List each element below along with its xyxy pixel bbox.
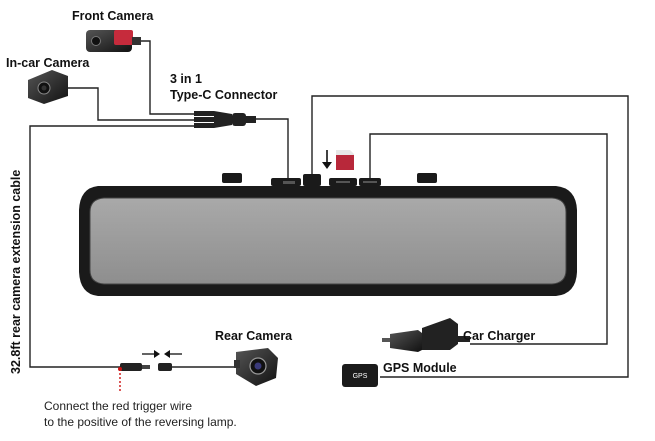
front-camera-label: Front Camera <box>72 9 154 23</box>
mirror-dashcam <box>79 173 577 296</box>
gps-wire <box>311 95 629 378</box>
front-camera-icon <box>86 30 141 52</box>
car-charger-icon <box>382 318 470 352</box>
front-camera-wire <box>140 40 195 115</box>
sd-card-icon <box>336 150 354 170</box>
trigger-wire <box>118 367 122 393</box>
gps-module-icon: GPS <box>342 364 378 387</box>
connector-output-wire <box>255 118 289 180</box>
car-charger-label: Car Charger <box>463 329 536 343</box>
rear-camera-icon <box>234 348 278 386</box>
type-c-connector <box>194 111 256 128</box>
connector-label-line1: 3 in 1 <box>170 72 202 86</box>
gps-badge: GPS <box>353 373 368 380</box>
insert-arrow-icon <box>322 150 332 169</box>
trigger-note-line1: Connect the red trigger wire <box>44 399 193 413</box>
car-charger-wire <box>369 133 608 345</box>
extension-cable-label: 32.8ft rear camera extension cable <box>9 169 23 374</box>
trigger-note-line2: to the positive of the reversing lamp. <box>44 415 237 429</box>
rear-camera-connector <box>120 350 182 371</box>
extension-cable-wire <box>29 125 195 368</box>
connector-label-line2: Type-C Connector <box>170 88 278 102</box>
in-car-camera-wire <box>68 87 195 121</box>
rear-camera-label: Rear Camera <box>215 329 293 343</box>
in-car-camera-icon <box>28 70 68 104</box>
in-car-camera-label: In-car Camera <box>6 56 90 70</box>
gps-module-label: GPS Module <box>383 361 457 375</box>
wires <box>29 40 629 378</box>
